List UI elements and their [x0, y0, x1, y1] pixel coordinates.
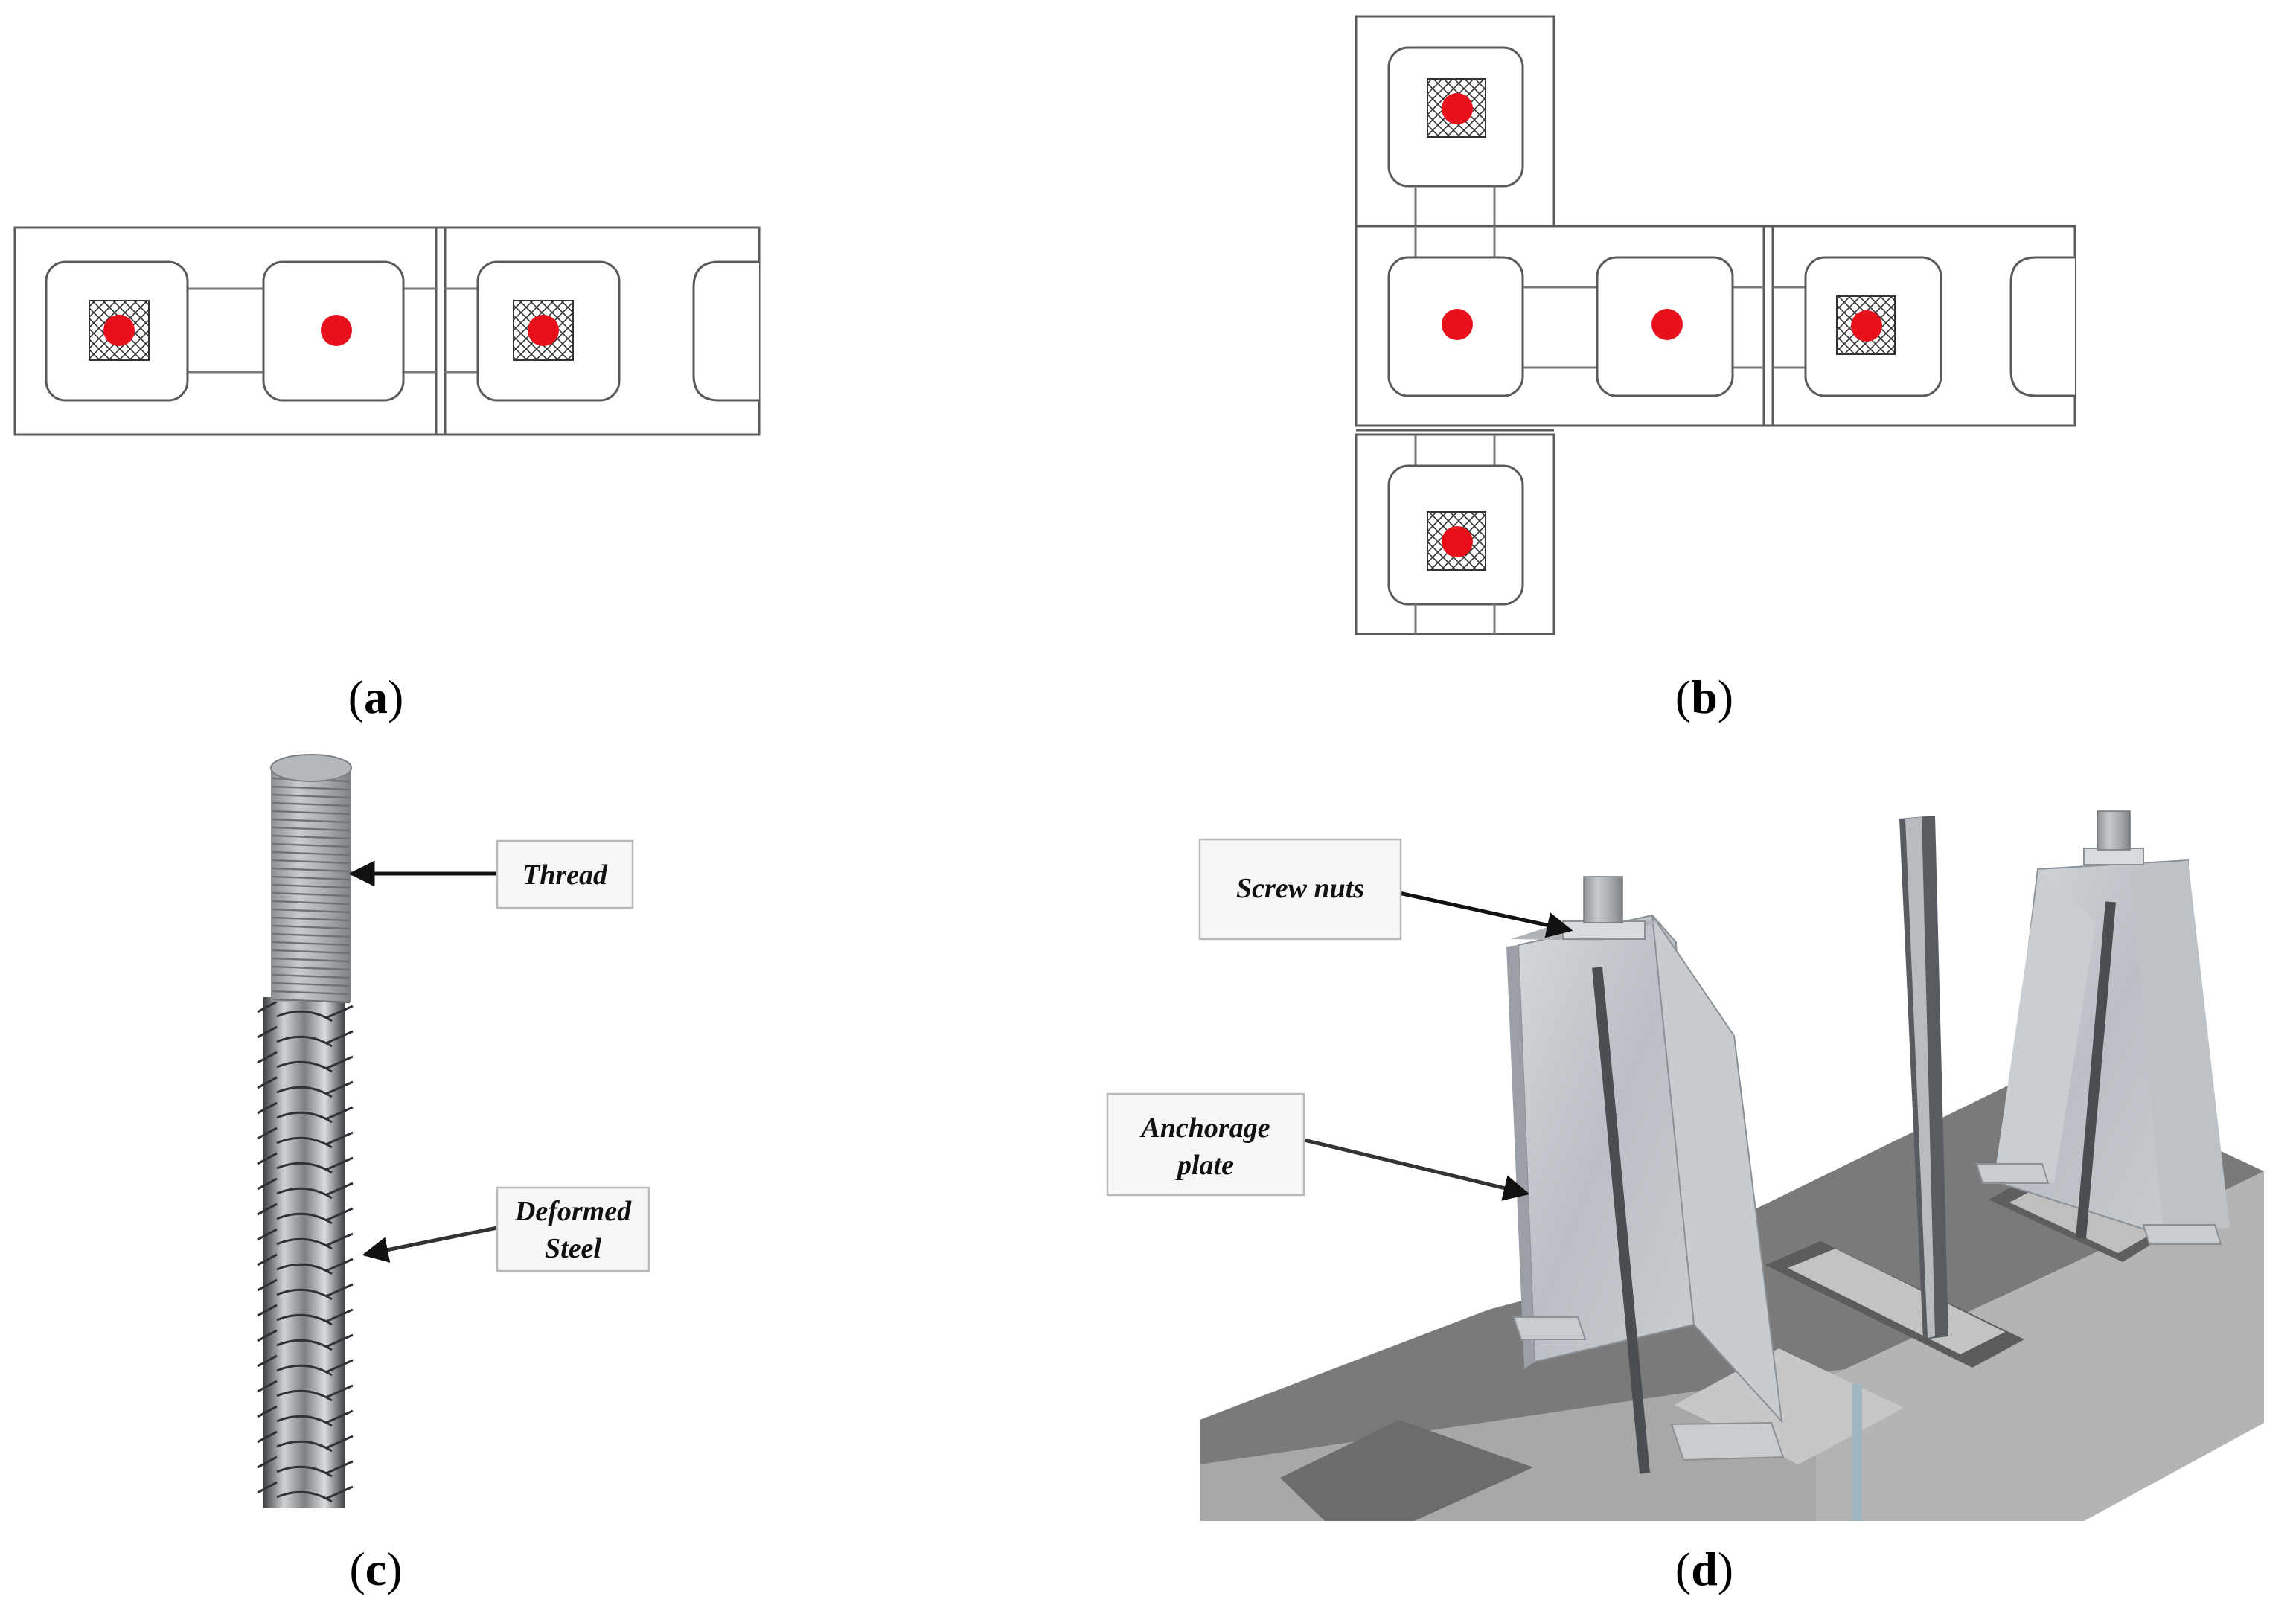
svg-text:plate: plate: [1175, 1150, 1234, 1181]
rebar-dot: [1442, 309, 1473, 340]
panel-label-a: (a): [348, 670, 404, 723]
panel-a: (a): [13, 226, 761, 723]
panel-c: Thread Deformed Steel (c): [257, 754, 650, 1595]
callout-screw-nuts: Screw nuts: [1198, 838, 1402, 941]
svg-text:Anchorage: Anchorage: [1139, 1112, 1270, 1144]
screw-nuts-arrow: [1398, 891, 1573, 938]
callout-deformed-steel: Deformed Steel: [496, 1186, 650, 1272]
masonry-wall-3d-render: [1200, 810, 2264, 1521]
panel-label-d: (d): [1675, 1543, 1733, 1595]
anchorage-plate-arrow: [1303, 1138, 1530, 1201]
deformed-steel-arrow: [362, 1226, 498, 1263]
rebar-dot: [103, 315, 135, 346]
callout-anchorage-plate: Anchorage plate: [1106, 1092, 1305, 1197]
rebar-dot: [1442, 526, 1473, 557]
rebar-dot: [1851, 310, 1882, 342]
wall-plan-straight: [13, 226, 761, 436]
svg-text:Screw nuts: Screw nuts: [1236, 873, 1364, 904]
callout-thread: Thread: [496, 839, 634, 909]
svg-text:Deformed: Deformed: [514, 1196, 632, 1227]
wall-plan-t-junction: [1355, 15, 2076, 635]
panel-b: (b): [1355, 15, 2076, 723]
panel-label-b: (b): [1675, 670, 1733, 723]
rebar-dot: [321, 315, 352, 346]
panel-label-c: (c): [349, 1543, 402, 1595]
svg-text:Thread: Thread: [522, 859, 608, 891]
rebar-dot: [528, 315, 559, 346]
rebar-dot: [1442, 93, 1473, 124]
panel-d: Screw nuts Anchorage plate (d): [1106, 810, 2264, 1595]
rebar-dot: [1651, 309, 1683, 340]
threaded-rebar-illustration: [257, 754, 354, 1508]
svg-text:Steel: Steel: [545, 1233, 601, 1264]
